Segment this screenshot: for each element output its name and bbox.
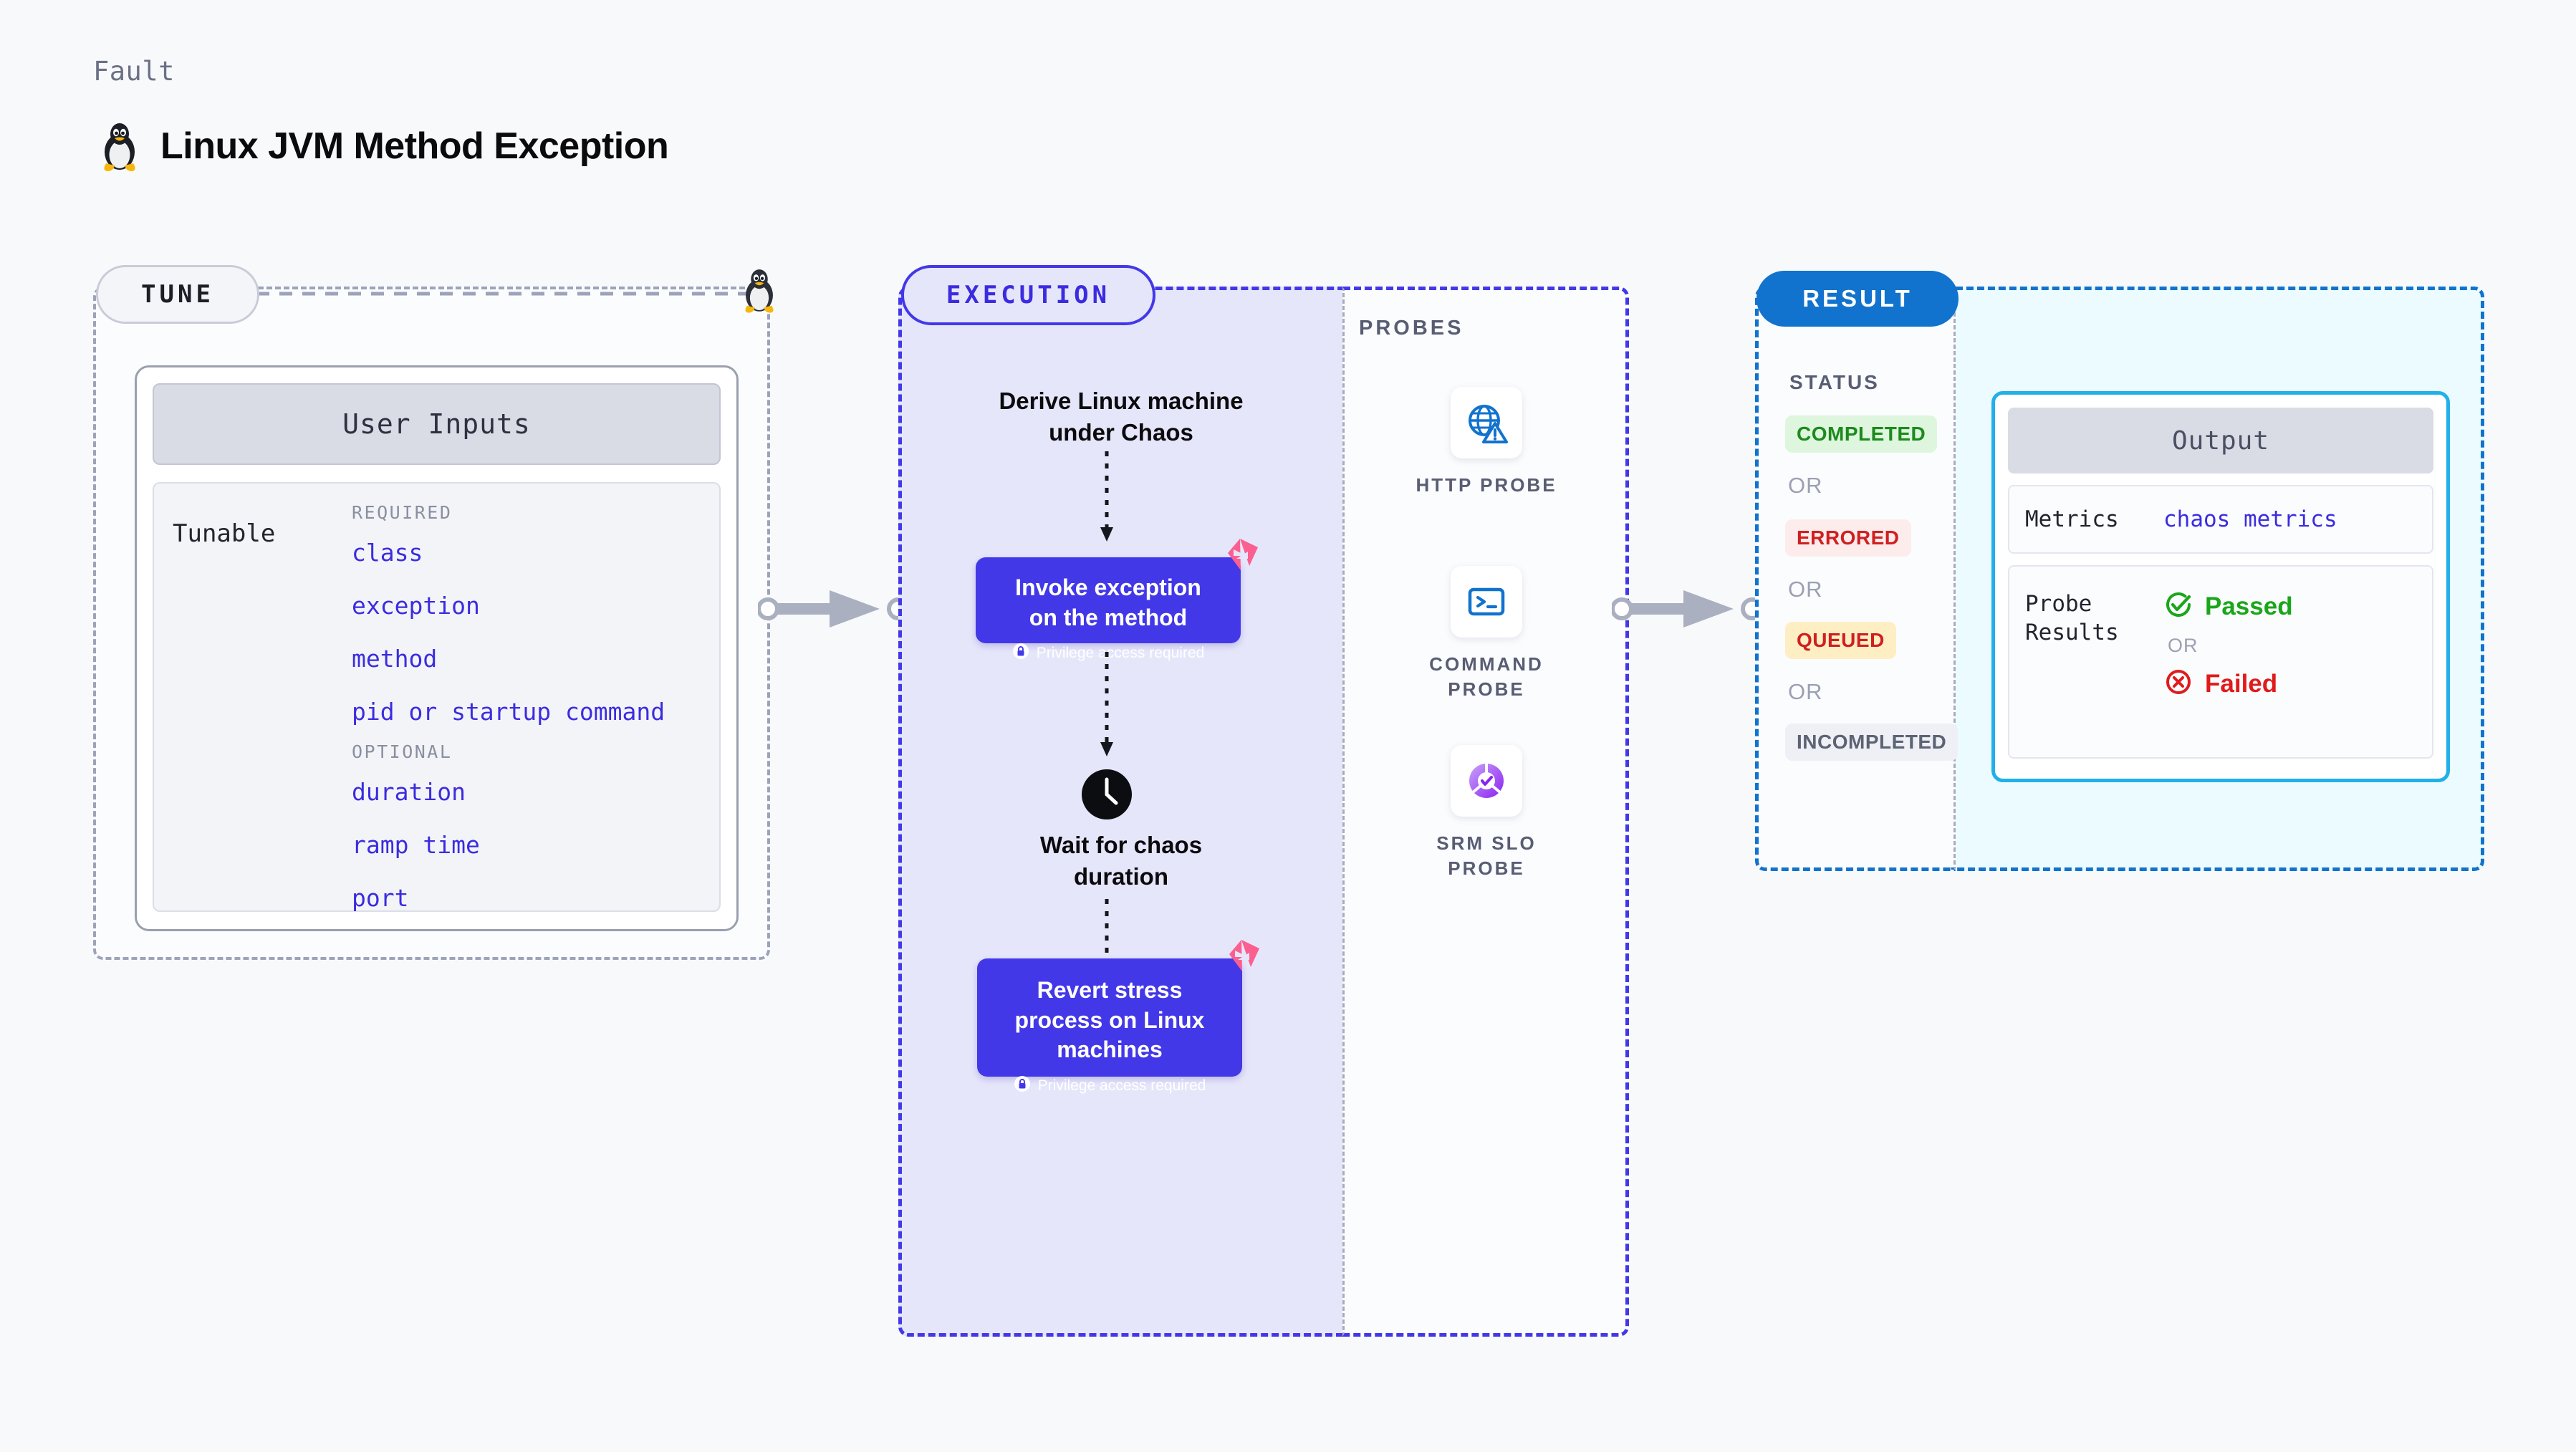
probe-srm-slo-caption: SRM SLO PROBE <box>1436 832 1537 880</box>
tunable-item-class[interactable]: class <box>352 539 423 567</box>
execution-step-derive-machine: Derive Linux machine under Chaos <box>999 388 1244 446</box>
execution-stage-pill[interactable]: EXECUTION <box>901 265 1155 325</box>
clock-icon <box>1080 768 1133 824</box>
check-circle-icon <box>2163 590 2193 623</box>
linux-penguin-icon <box>97 120 142 172</box>
tune-dashed-connector <box>256 292 751 296</box>
tunable-item-duration[interactable]: duration <box>352 778 466 806</box>
harness-logo-badge-icon <box>1219 534 1261 580</box>
tune-stage-label: TUNE <box>141 280 214 309</box>
lock-icon <box>1014 1075 1031 1097</box>
output-title: Output <box>2008 408 2433 473</box>
invoke-exception-title: Invoke exception on the method <box>1015 574 1201 630</box>
probe-http[interactable]: HTTP PROBE <box>1397 387 1576 498</box>
tunable-item-port[interactable]: port <box>352 884 409 912</box>
output-card: Output Metrics chaos metrics Probe Resul… <box>1991 391 2450 782</box>
flow-arrow-2 <box>1100 652 1113 756</box>
metrics-key-label: Metrics <box>2025 506 2119 532</box>
required-group-label: REQUIRED <box>352 502 453 523</box>
tunable-item-pid-or-startup-command[interactable]: pid or startup command <box>352 698 665 726</box>
flow-arrow-1 <box>1100 451 1113 542</box>
page-title: Linux JVM Method Exception <box>160 125 669 167</box>
globe-warning-icon <box>1451 387 1522 458</box>
probe-result-passed: Passed <box>2163 590 2293 623</box>
probe-srm-slo[interactable]: SRM SLO PROBE <box>1397 745 1576 881</box>
result-stage-pill[interactable]: RESULT <box>1756 271 1959 327</box>
revert-stress-title: Revert stress process on Linux machines <box>1014 977 1205 1063</box>
execution-step-wait-for-duration: Wait for chaos duration <box>1039 832 1203 890</box>
lock-icon <box>1012 643 1029 664</box>
execution-to-result-connector <box>1612 590 1764 628</box>
tunable-label: Tunable <box>173 519 276 548</box>
tunable-section: Tunable REQUIRED class exception method … <box>153 482 721 912</box>
tunable-item-method[interactable]: method <box>352 645 438 673</box>
tune-to-execution-connector <box>758 590 910 628</box>
status-section-label: STATUS <box>1789 371 1880 393</box>
privilege-note-text: Privilege access required <box>1037 1077 1206 1094</box>
page-title-row: Linux JVM Method Exception <box>97 120 669 172</box>
tune-stage-pill[interactable]: TUNE <box>96 265 259 324</box>
status-badge-queued: QUEUED <box>1785 622 1896 659</box>
privilege-note-text: Privilege access required <box>1036 645 1205 662</box>
probe-command[interactable]: COMMAND PROBE <box>1397 566 1576 702</box>
fault-kicker-label: Fault <box>93 56 175 87</box>
result-status-panel <box>1755 287 1956 871</box>
probe-results-row: Probe Results Passed OR <box>2008 565 2433 759</box>
probe-results-key-label: Probe Results <box>2025 591 2119 646</box>
x-circle-icon <box>2163 667 2193 701</box>
status-badge-errored: ERRORED <box>1785 519 1911 557</box>
tunable-item-exception[interactable]: exception <box>352 592 480 620</box>
status-or-3: OR <box>1788 679 1823 704</box>
probe-result-failed: Failed <box>2163 667 2293 701</box>
privilege-note-row: Privilege access required <box>976 643 1241 664</box>
execution-stage-label: EXECUTION <box>946 281 1111 309</box>
privilege-note-row-2: Privilege access required <box>977 1075 1242 1097</box>
slo-donut-check-icon <box>1451 745 1522 817</box>
probe-http-caption: HTTP PROBE <box>1416 474 1557 496</box>
status-or-2: OR <box>1788 577 1823 602</box>
tunable-item-ramp-time[interactable]: ramp time <box>352 831 480 859</box>
optional-group-label: OPTIONAL <box>352 741 453 762</box>
execution-step-revert-stress[interactable]: Revert stress process on Linux machines … <box>977 940 1259 1094</box>
status-or-1: OR <box>1788 473 1823 498</box>
user-inputs-title: User Inputs <box>153 383 721 465</box>
harness-logo-badge-icon <box>1221 936 1262 981</box>
probes-section-label: PROBES <box>1359 317 1464 340</box>
tunable-list: REQUIRED class exception method pid or s… <box>352 502 719 912</box>
execution-step-invoke-exception[interactable]: Invoke exception on the method Privilege… <box>976 539 1258 661</box>
metrics-value-link[interactable]: chaos metrics <box>2163 506 2337 532</box>
linux-penguin-badge-icon <box>739 266 779 317</box>
probe-result-passed-label: Passed <box>2205 592 2293 620</box>
metrics-row: Metrics chaos metrics <box>2008 485 2433 554</box>
probe-results-values: Passed OR Failed <box>2163 590 2293 757</box>
probe-command-caption: COMMAND PROBE <box>1429 653 1544 701</box>
status-badge-completed: COMPLETED <box>1785 415 1938 453</box>
terminal-icon <box>1451 566 1522 638</box>
probe-result-or: OR <box>2168 635 2198 656</box>
result-stage-label: RESULT <box>1802 285 1913 312</box>
status-badge-incompleted: INCOMPLETED <box>1785 723 1959 761</box>
probe-result-failed-label: Failed <box>2205 669 2278 698</box>
user-inputs-card: User Inputs Tunable REQUIRED class excep… <box>135 365 739 931</box>
